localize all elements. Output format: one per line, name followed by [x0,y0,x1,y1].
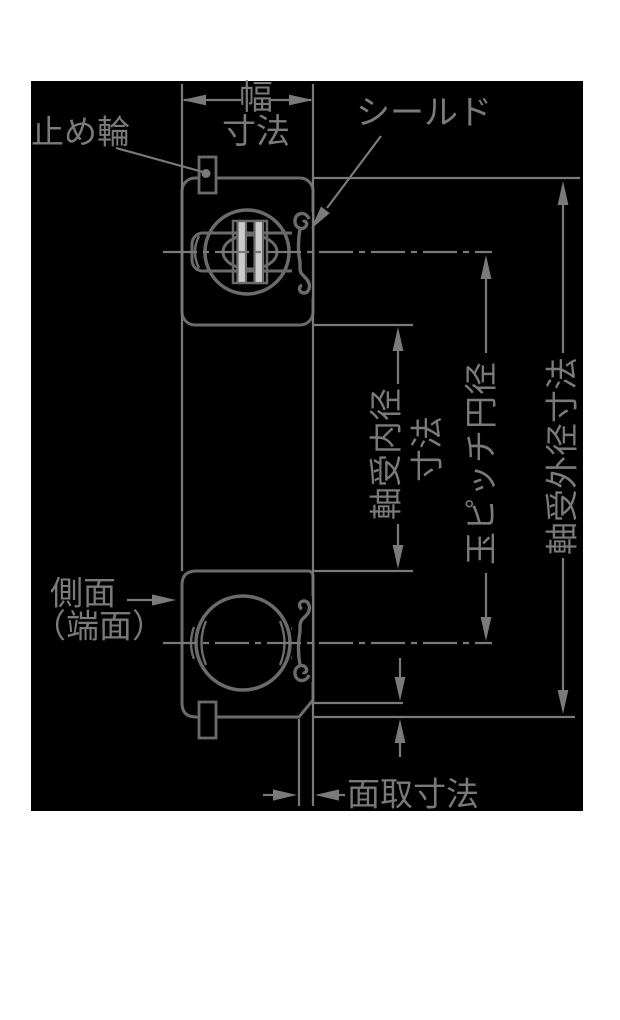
outer-ring-bottom [180,569,315,719]
dim-outer-diameter [557,181,569,714]
label-bore-line2: 寸法 [409,416,446,482]
dim-ball-pitch [480,255,492,641]
dim-width [182,94,313,106]
leader-dot [201,169,211,178]
label-shield: シールド [356,94,492,132]
shield-top [292,211,312,298]
arrow-right-icon [152,594,176,606]
label-width-line2: 寸法 [222,113,290,151]
leader-shield [311,135,382,229]
diagram-canvas [31,81,583,811]
dim-bore [392,327,404,569]
arrow-down-icon [480,617,492,641]
arrow-down-icon [394,677,406,701]
label-side-face-line2: （端面） [33,608,165,645]
arrow-up-icon [480,255,492,279]
label-width-line1: 幅 [239,79,273,117]
arrow-up-icon [394,719,406,743]
label-snap-ring: 止め輪 [31,114,130,151]
arrow-left-icon [315,789,339,801]
shield-profile [293,211,312,295]
leader-side-face [127,594,176,606]
shield-notch [292,596,312,682]
arrow-down-icon [392,545,404,569]
leader-lines [115,135,382,606]
arrow-up-icon [557,181,569,205]
label-ball-pitch: 玉ピッチ円径 [463,361,500,565]
shield-profile [293,599,312,683]
arrow-right-icon [289,94,313,106]
shield-notch [292,212,312,298]
arrow-down-icon [557,690,569,714]
arrow-up-icon [392,327,404,351]
label-outer-diameter: 軸受外径寸法 [544,357,581,555]
labels: 幅 寸法 止め輪 シールド 側面 （端面） 面取寸法 軸受内径 寸法 玉ピッチ円… [31,79,581,813]
centerlines [163,250,492,645]
shield-bottom [292,596,312,683]
label-bore-line1: 軸受内径 [368,388,405,520]
snap-ring-tab-bottom [197,700,218,740]
arrow-down-left-icon [311,206,330,229]
arrow-right-icon [273,789,297,801]
label-chamfer: 面取寸法 [347,776,479,813]
leader-snap-ring [115,146,211,178]
dim-chamfer [263,658,406,806]
arrow-left-icon [182,94,206,106]
label-side-face-line1: 側面 [50,575,116,612]
dimension-lines [180,84,580,806]
